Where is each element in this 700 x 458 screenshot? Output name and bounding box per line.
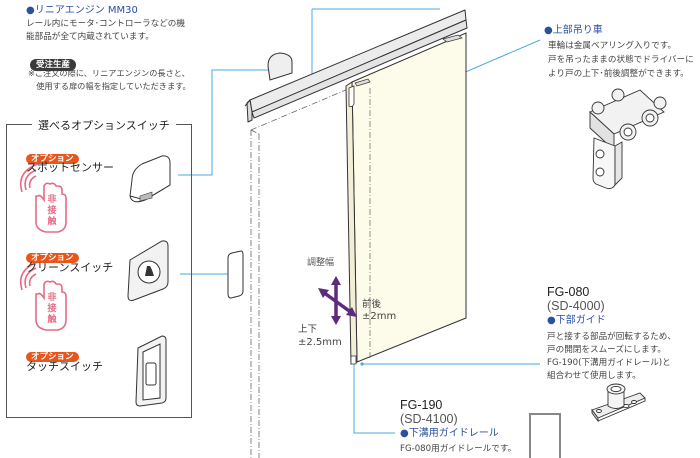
made-to-order-badge-label: 受注生産 bbox=[30, 59, 77, 71]
wall-switch-icon bbox=[227, 250, 244, 299]
bottom-guide-illustration bbox=[591, 383, 646, 423]
non-contact-hand-icon bbox=[19, 163, 67, 233]
bottom-guide-model: FG-080 bbox=[547, 285, 590, 299]
option-item-clean-switch: クリーンスイッチ bbox=[26, 261, 114, 274]
bottom-guide-title: ●下部ガイド bbox=[547, 315, 606, 326]
guide-rail-title: ●下溝用ガイドレール bbox=[400, 428, 499, 439]
guide-rail-desc: FG-080用ガイドレールです。 bbox=[400, 444, 517, 454]
engine-note-line-2: 使用する扉の幅を指定していただきます。 bbox=[28, 81, 191, 91]
option-item-touch-switch: タッチスイッチ bbox=[26, 360, 103, 373]
guide-rail-alt-model: (SD-4100) bbox=[400, 412, 458, 426]
hanger-desc-line-3: より戸の上下･前後調整ができます。 bbox=[548, 69, 689, 79]
up-down-label: 上下 bbox=[298, 324, 318, 335]
hanger-title: ●上部吊り車 bbox=[544, 25, 603, 36]
engine-desc-line-1: レール内にモータ･コントローラなどの機 bbox=[26, 19, 185, 29]
guide-rail-illustration bbox=[529, 413, 561, 458]
made-to-order-badge: 受注生産 bbox=[30, 52, 77, 71]
callout-line-guide-rail bbox=[353, 364, 395, 434]
non-contact-label: 非接触 bbox=[47, 195, 57, 227]
front-back-value: ±2mm bbox=[362, 311, 397, 322]
bottom-guide-desc-line-3: FG-190(下溝用ガイドレール)と bbox=[547, 358, 671, 368]
adjust-range-label: 調整幅 bbox=[307, 258, 335, 268]
guide-rail-model: FG-190 bbox=[400, 398, 443, 412]
engine-title: ●リニアエンジン MM30 bbox=[26, 5, 138, 16]
bottom-guide-alt-model: (SD-4000) bbox=[547, 299, 605, 313]
option-item-spot-sensor: スポットセンサー bbox=[26, 161, 114, 174]
bottom-guide-desc-line-4: 組合わせて使用します。 bbox=[547, 371, 641, 381]
option-badge-label: オプション bbox=[26, 253, 79, 263]
bottom-guide-desc-line-1: 戸と接する部品が回転するため、 bbox=[547, 332, 676, 342]
callout-line-spot-sensor bbox=[178, 69, 285, 176]
adjustment-arrows-icon bbox=[318, 276, 357, 325]
non-contact-label: 非接触 bbox=[47, 293, 57, 325]
door bbox=[345, 32, 467, 365]
spot-sensor-icon bbox=[129, 155, 171, 203]
option-badge: オプション bbox=[26, 245, 79, 264]
option-badge-label: オプション bbox=[26, 352, 79, 362]
non-contact-hand-icon bbox=[19, 261, 67, 331]
up-down-value: ±2.5mm bbox=[298, 337, 342, 348]
engine-desc-line-2: 能部品が全て内蔵されています。 bbox=[26, 32, 154, 42]
engine-note-line-1: ※ご注文の際に、リニアエンジンの長さと、 bbox=[28, 68, 190, 78]
option-badge-label: オプション bbox=[26, 154, 79, 164]
hanger-desc-line-1: 車輪は金属ベアリング入りです。 bbox=[548, 41, 677, 51]
option-badge: オプション bbox=[26, 344, 79, 363]
bottom-guide-desc-line-2: 戸の開閉をスムーズにします。 bbox=[547, 345, 667, 355]
clean-switch-icon bbox=[127, 240, 169, 301]
front-back-label: 前後 bbox=[362, 299, 382, 310]
hanger-wheel-illustration bbox=[589, 88, 667, 190]
linear-engine-rail bbox=[244, 9, 468, 123]
rail-end-cap bbox=[267, 52, 293, 81]
touch-switch-icon bbox=[135, 335, 167, 407]
hanger-desc-line-2: 戸を吊ったままの状態でドライバーに bbox=[548, 55, 694, 65]
option-badge: オプション bbox=[26, 146, 79, 165]
option-switch-panel-title: 選べるオプションスイッチ bbox=[32, 117, 176, 133]
